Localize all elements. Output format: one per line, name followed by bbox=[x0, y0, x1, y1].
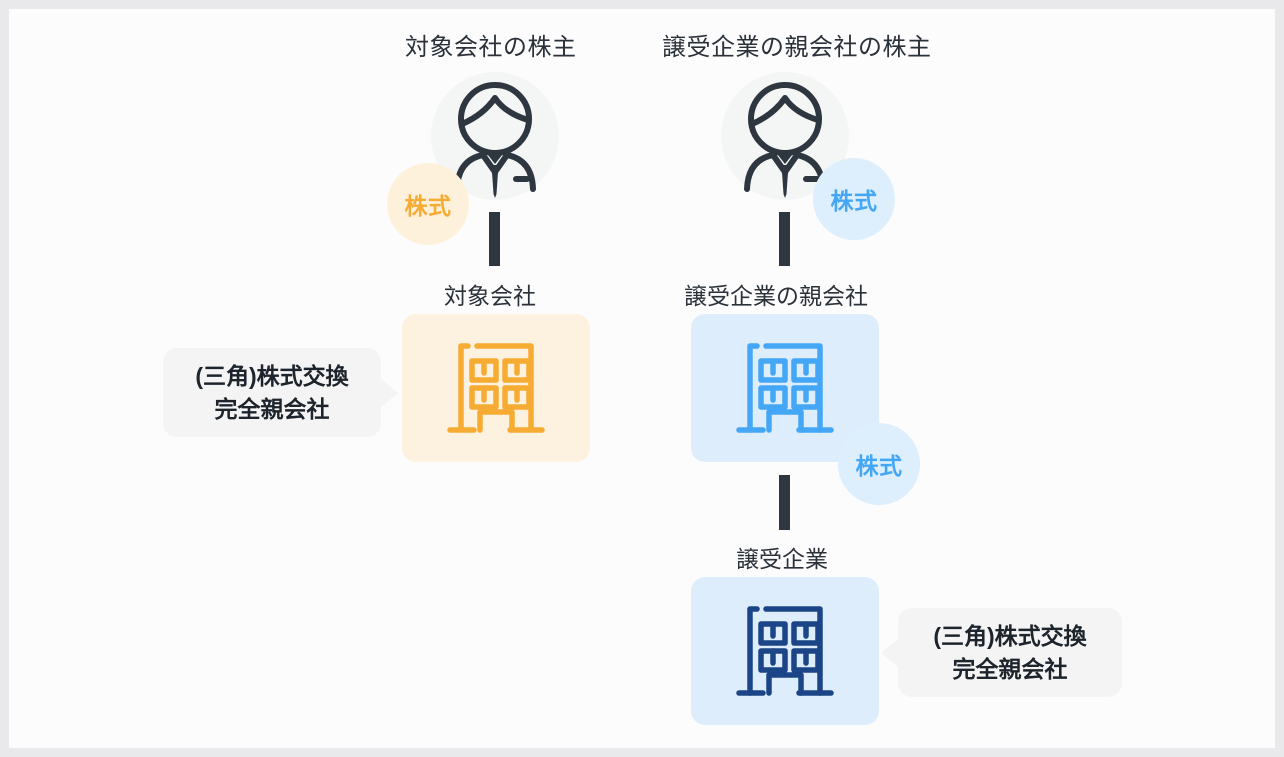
badge-parent-shares: 株式 bbox=[813, 158, 895, 240]
acquirer-parent-shareholder-title: 譲受企業の親会社の株主 bbox=[662, 34, 932, 61]
callout-pointer-right-icon bbox=[380, 377, 398, 408]
callout-target-company: (三角)株式交換 完全親会社 bbox=[163, 348, 398, 437]
badge-subsidiary-shares: 株式 bbox=[838, 423, 920, 505]
badge-label: 株式 bbox=[830, 188, 878, 214]
callout-pointer-left-icon bbox=[881, 637, 899, 668]
target-company-label: 対象会社 bbox=[444, 283, 536, 309]
callout-line-2: 完全親会社 bbox=[214, 395, 330, 422]
connector-target-shareholder-to-company bbox=[489, 212, 500, 266]
badge-label: 株式 bbox=[404, 193, 452, 219]
acquirer-company-box bbox=[691, 577, 879, 725]
connector-parent-shareholder-to-parent-company bbox=[779, 212, 790, 266]
callout-line-1: (三角)株式交換 bbox=[933, 622, 1087, 649]
building-icon bbox=[447, 343, 545, 433]
badge-target-shares: 株式 bbox=[387, 163, 469, 245]
building-icon bbox=[736, 343, 834, 433]
badge-label: 株式 bbox=[855, 453, 903, 479]
target-shareholder-title: 対象会社の株主 bbox=[405, 34, 577, 61]
person-businessman-icon bbox=[744, 82, 826, 198]
callout-acquirer-company: (三角)株式交換 完全親会社 bbox=[881, 608, 1122, 697]
callout-line-2: 完全親会社 bbox=[952, 655, 1068, 682]
acquirer-parent-company-label: 譲受企業の親会社 bbox=[684, 283, 868, 309]
building-icon bbox=[736, 606, 834, 696]
target-company-box bbox=[402, 314, 590, 462]
acquirer-company-label: 譲受企業 bbox=[736, 546, 828, 572]
connector-parent-company-to-acquirer bbox=[779, 475, 790, 530]
callout-line-1: (三角)株式交換 bbox=[195, 362, 349, 389]
